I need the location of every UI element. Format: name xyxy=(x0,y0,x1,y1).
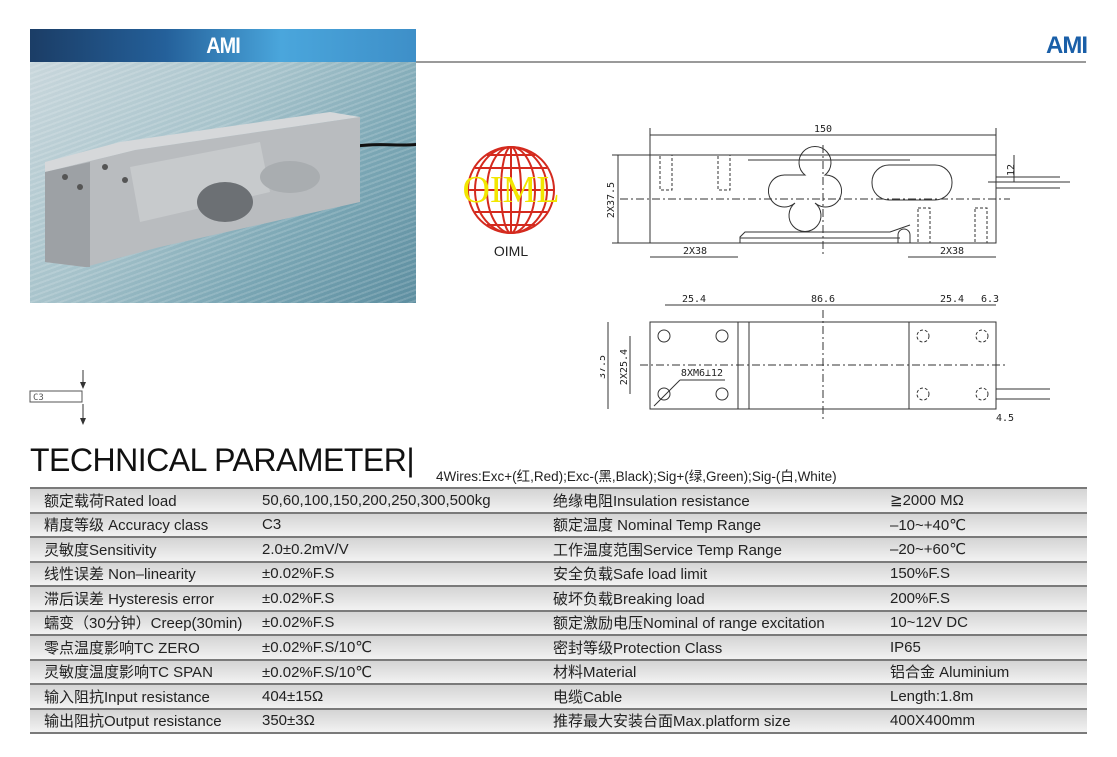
spec-value: ±0.02%F.S xyxy=(262,609,553,635)
spec-label: 额定温度 Nominal Temp Range xyxy=(553,511,890,537)
spec-value: Length:1.8m xyxy=(890,683,1087,709)
dim-left-spacing: 25.4 xyxy=(682,294,706,305)
spec-value: –20~+60℃ xyxy=(890,536,1087,562)
spec-value: 404±15Ω xyxy=(262,683,553,709)
spec-value: –10~+40℃ xyxy=(890,511,1087,537)
banner-title: AMI xyxy=(206,33,240,58)
dim-left-holes: 2X38 xyxy=(683,246,707,257)
spec-value: ≧2000 MΩ xyxy=(890,487,1087,513)
spec-label: 灵敏度Sensitivity xyxy=(30,536,262,562)
spec-value: C3 xyxy=(262,511,553,537)
spec-value: 2.0±0.2mV/V xyxy=(262,536,553,562)
dim-height: 2X37.5 xyxy=(606,182,617,218)
spec-value: IP65 xyxy=(890,634,1087,660)
header-divider xyxy=(416,61,1086,63)
spec-value: ±0.02%F.S xyxy=(262,560,553,586)
oiml-caption: OIML xyxy=(493,243,529,259)
dim-middle-spacing: 86.6 xyxy=(811,294,835,305)
spec-value: 150%F.S xyxy=(890,560,1087,586)
spec-label: 输入阻抗Input resistance xyxy=(30,683,262,709)
spec-value: ±0.02%F.S/10℃ xyxy=(262,658,553,684)
spec-label: 安全负载Safe load limit xyxy=(553,560,890,586)
spec-value: ±0.02%F.S/10℃ xyxy=(262,634,553,660)
section-title: TECHNICAL PARAMETER| xyxy=(30,442,415,478)
dimension-drawing: 150 2X37.5 2X38 2X38 12 25.4 86.6 25.4 6… xyxy=(600,124,1070,424)
spec-label: 零点温度影响TC ZERO xyxy=(30,634,262,660)
dim-right-holes: 2X38 xyxy=(940,246,964,257)
dim-right-spacing: 25.4 xyxy=(940,294,964,305)
spec-label: 精度等级 Accuracy class xyxy=(30,511,262,537)
thread-spec: 8XM6⊥12 xyxy=(681,368,723,379)
spec-label: 线性误差 Non–linearity xyxy=(30,560,262,586)
spec-value: 200%F.S xyxy=(890,585,1087,611)
accuracy-symbol: C3 xyxy=(29,370,86,425)
spec-value: 50,60,100,150,200,250,300,500kg xyxy=(262,487,553,513)
spec-label: 额定载荷Rated load xyxy=(30,487,262,513)
spec-value: 铝合金 Aluminium xyxy=(890,658,1087,684)
dim-width: 37.5 xyxy=(600,355,608,379)
oiml-logo-text: OIML xyxy=(462,169,559,211)
dim-cable-offset: 12 xyxy=(1006,164,1017,176)
spec-label: 破坏负载Breaking load xyxy=(553,585,890,611)
wiring-note: 4Wires:Exc+(红,Red);Exc-(黑,Black);Sig+(绿,… xyxy=(436,469,837,484)
spec-label: 输出阻抗Output resistance xyxy=(30,707,262,734)
spec-label: 材料Material xyxy=(553,658,890,684)
spec-label: 推荐最大安装台面Max.platform size xyxy=(553,707,890,734)
spec-value: ±0.02%F.S xyxy=(262,585,553,611)
dim-end-offset: 6.3 xyxy=(981,294,999,305)
load-cell-image xyxy=(45,112,421,267)
accuracy-symbol-text: C3 xyxy=(33,393,44,403)
spec-value: 400X400mm xyxy=(890,707,1087,734)
oiml-logo: OIML xyxy=(462,146,560,234)
brand-label: AMI xyxy=(1046,32,1088,59)
dim-length: 150 xyxy=(814,124,832,135)
title-banner: AMI xyxy=(30,29,416,62)
dim-hole-rows: 2X25.4 xyxy=(619,349,630,385)
spec-value: 350±3Ω xyxy=(262,707,553,734)
dim-cable-offset-top: 4.5 xyxy=(996,413,1014,424)
product-photo xyxy=(30,62,421,303)
spec-label: 额定激励电压Nominal of range excitation xyxy=(553,609,890,635)
spec-label: 蠕变（30分钟）Creep(30min) xyxy=(30,609,262,635)
spec-label: 工作温度范围Service Temp Range xyxy=(553,536,890,562)
spec-label: 密封等级Protection Class xyxy=(553,634,890,660)
spec-value: 10~12V DC xyxy=(890,609,1087,635)
spec-label: 滞后误差 Hysteresis error xyxy=(30,585,262,611)
spec-label: 灵敏度温度影响TC SPAN xyxy=(30,658,262,684)
spec-label: 电缆Cable xyxy=(553,683,890,709)
spec-label: 绝缘电阻Insulation resistance xyxy=(553,487,890,513)
